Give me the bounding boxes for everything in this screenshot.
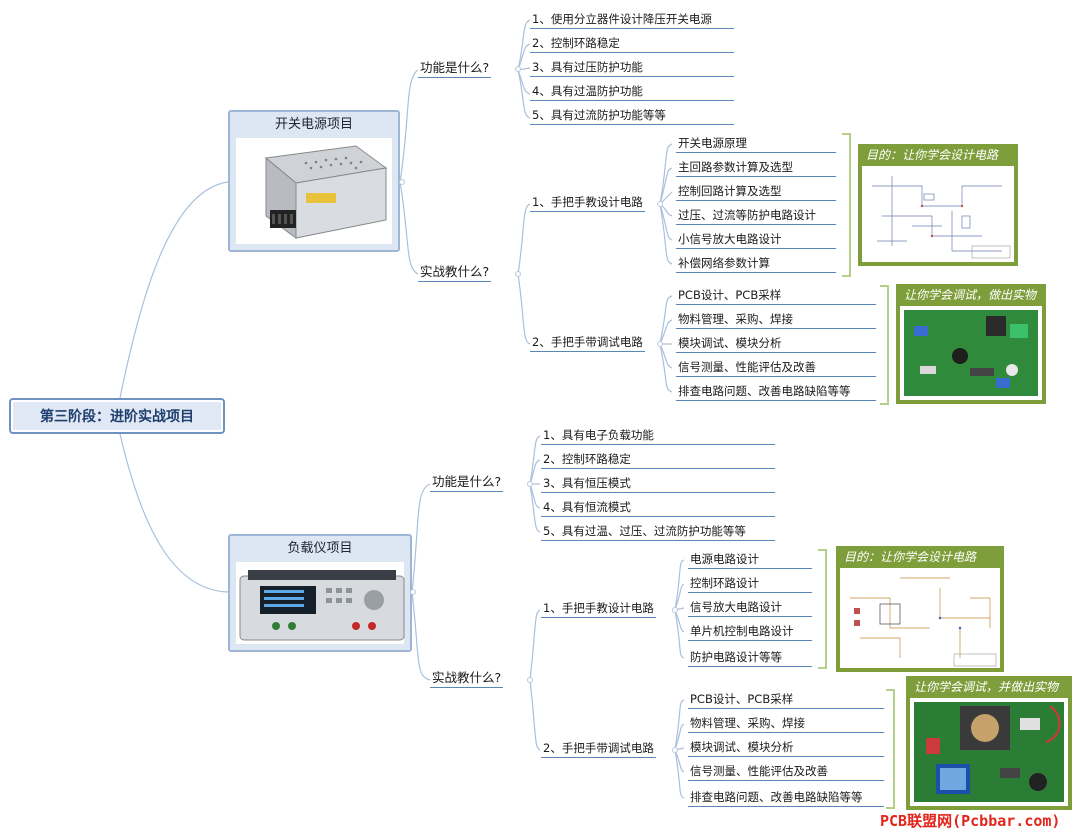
p1-debug-item[interactable]: 信号测量、性能评估及改善 [676, 359, 876, 377]
p1-debug-callout-title: 让你学会调试，做出实物 [904, 288, 1037, 302]
p1-design-callout-title: 目的：让你学会设计电路 [866, 148, 999, 162]
p2-debug-heading[interactable]: 2、手把手带调试电路 [541, 740, 656, 758]
project2-practice-heading[interactable]: 实战教什么? [430, 670, 504, 688]
p1-design-item[interactable]: 控制回路计算及选型 [676, 183, 836, 201]
p1-function-item[interactable]: 2、控制环路稳定 [530, 35, 734, 53]
p2-debug-item[interactable]: 信号测量、性能评估及改善 [688, 763, 884, 781]
watermark: PCB联盟网(Pcbbar.com) [880, 812, 1061, 830]
pcb-board-image [910, 698, 1068, 806]
p1-debug-dot[interactable] [657, 341, 663, 347]
root-node[interactable]: 第三阶段：进阶实战项目 [9, 398, 225, 434]
p1-debug-item[interactable]: 排查电路问题、改善电路缺陷等等 [676, 383, 876, 401]
project2-title: 负载仪项目 [287, 541, 353, 556]
p1-debug-heading[interactable]: 2、手把手带调试电路 [530, 334, 645, 352]
p2-design-callout-title: 目的：让你学会设计电路 [844, 550, 977, 564]
p1-design-item[interactable]: 过压、过流等防护电路设计 [676, 207, 836, 225]
electronic-load-image [236, 562, 405, 644]
p2-debug-dot[interactable] [672, 747, 678, 753]
project2-node[interactable]: 负载仪项目 [228, 534, 412, 652]
p2-function-item[interactable]: 4、具有恒流模式 [541, 499, 775, 517]
project2-collapse-dot[interactable] [410, 589, 416, 595]
p2-debug-item[interactable]: 排查电路问题、改善电路缺陷等等 [688, 789, 884, 807]
p1-design-item[interactable]: 主回路参数计算及选型 [676, 159, 836, 177]
project2-function-heading[interactable]: 功能是什么? [430, 474, 504, 492]
p1-function-item[interactable]: 1、使用分立器件设计降压开关电源 [530, 11, 734, 29]
project1-practice-heading[interactable]: 实战教什么? [418, 264, 492, 282]
project1-title: 开关电源项目 [274, 117, 353, 132]
power-supply-image [236, 138, 392, 244]
p2-design-heading[interactable]: 1、手把手教设计电路 [541, 600, 656, 618]
p1-design-item[interactable]: 补偿网络参数计算 [676, 255, 836, 273]
p1-debug-item[interactable]: 模块调试、模块分析 [676, 335, 876, 353]
p2-debug-callout: 让你学会调试，并做出实物 [906, 676, 1072, 810]
p2-design-item[interactable]: 电源电路设计 [688, 551, 812, 569]
p2-function-item[interactable]: 2、控制环路稳定 [541, 451, 775, 469]
p1-function-item[interactable]: 5、具有过流防护功能等等 [530, 107, 734, 125]
p2-debug-item[interactable]: 物料管理、采购、焊接 [688, 715, 884, 733]
p1-design-item[interactable]: 小信号放大电路设计 [676, 231, 836, 249]
project1-function-heading[interactable]: 功能是什么? [418, 60, 492, 78]
p1-debug-item[interactable]: PCB设计、PCB采样 [676, 287, 876, 305]
p2-debug-item[interactable]: PCB设计、PCB采样 [688, 691, 884, 709]
p2-design-item[interactable]: 控制环路设计 [688, 575, 812, 593]
p2-debug-callout-title: 让你学会调试，并做出实物 [914, 680, 1059, 694]
p2-design-callout: 目的：让你学会设计电路 [836, 546, 1004, 672]
p2-function-item[interactable]: 5、具有过温、过压、过流防护功能等等 [541, 523, 775, 541]
pcb-board-image [900, 306, 1042, 400]
p1-design-heading[interactable]: 1、手把手教设计电路 [530, 194, 645, 212]
p2-function-item[interactable]: 1、具有电子负载功能 [541, 427, 775, 445]
p2-design-dot[interactable] [672, 607, 678, 613]
schematic-image [862, 166, 1014, 262]
p1-practice-dot[interactable] [515, 271, 521, 277]
p2-function-item[interactable]: 3、具有恒压模式 [541, 475, 775, 493]
schematic-image [840, 568, 1000, 668]
p1-function-dot[interactable] [515, 66, 521, 72]
p2-design-item[interactable]: 防护电路设计等等 [688, 649, 812, 667]
p1-design-dot[interactable] [657, 201, 663, 207]
p2-function-dot[interactable] [527, 481, 533, 487]
p1-function-item[interactable]: 3、具有过压防护功能 [530, 59, 734, 77]
p2-design-item[interactable]: 信号放大电路设计 [688, 599, 812, 617]
p1-function-item[interactable]: 4、具有过温防护功能 [530, 83, 734, 101]
p1-debug-item[interactable]: 物料管理、采购、焊接 [676, 311, 876, 329]
p1-design-callout: 目的：让你学会设计电路 [858, 144, 1018, 266]
p2-design-item[interactable]: 单片机控制电路设计 [688, 623, 812, 641]
p2-debug-item[interactable]: 模块调试、模块分析 [688, 739, 884, 757]
p2-practice-dot[interactable] [527, 677, 533, 683]
project1-node[interactable]: 开关电源项目 [228, 110, 400, 252]
p1-debug-callout: 让你学会调试，做出实物 [896, 284, 1046, 404]
project1-collapse-dot[interactable] [399, 179, 405, 185]
p1-design-item[interactable]: 开关电源原理 [676, 135, 836, 153]
